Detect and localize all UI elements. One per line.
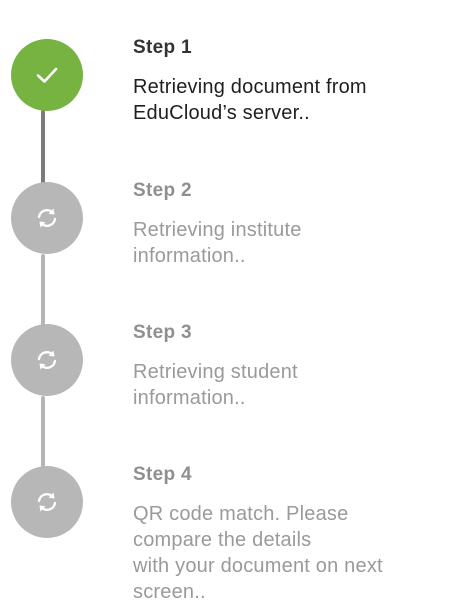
step-2: Step 2 Retrieving institute information.… [133, 180, 463, 269]
checkmark-icon [36, 67, 58, 83]
refresh-icon [37, 350, 57, 370]
step-title: Step 3 [133, 322, 192, 343]
step-connector [41, 396, 45, 468]
step-connector [41, 254, 45, 326]
step-title: Step 2 [133, 180, 192, 201]
step-4-status-circle [11, 466, 83, 538]
refresh-icon [37, 208, 57, 228]
step-2-status-circle [11, 182, 83, 254]
step-title: Step 4 [133, 464, 192, 485]
step-description: Retrieving document from EduCloud’s serv… [133, 76, 367, 124]
refresh-icon [37, 492, 57, 512]
step-description: QR code match. Please compare the detail… [133, 503, 383, 603]
step-3: Step 3 Retrieving student information.. [133, 322, 463, 411]
step-connector [41, 110, 45, 184]
step-1-status-circle [11, 39, 83, 111]
step-1: Step 1 Retrieving document from EduCloud… [133, 37, 463, 126]
step-description: Retrieving student information.. [133, 361, 298, 409]
step-3-status-circle [11, 324, 83, 396]
step-description: Retrieving institute information.. [133, 219, 302, 267]
step-title: Step 1 [133, 37, 192, 58]
step-4: Step 4 QR code match. Please compare the… [133, 464, 463, 605]
